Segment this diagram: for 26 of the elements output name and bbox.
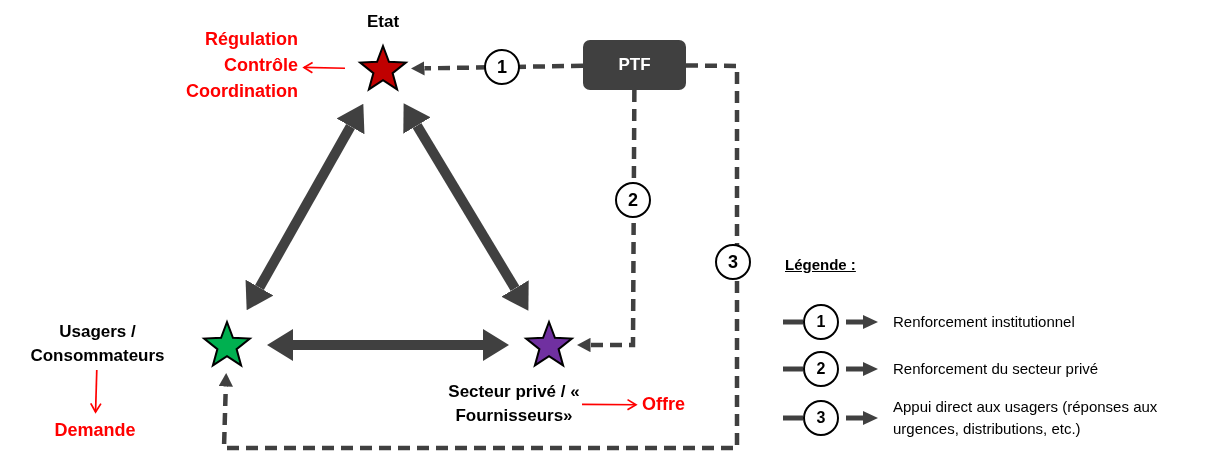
double-arrow [245, 103, 365, 311]
edge-label: 1 [484, 49, 520, 85]
double-arrow [403, 103, 529, 311]
annotation-text: Régulation Contrôle Coordination [185, 28, 298, 103]
node-label: Secteur privé / « Fournisseurs» [447, 381, 581, 427]
edge-label: 3 [715, 244, 751, 280]
double-arrow [267, 329, 509, 361]
legend-number: 1 [815, 312, 827, 332]
annotation-text: Demande [53, 419, 137, 442]
legend-text: Renforcement du secteur privé [893, 359, 1100, 379]
legend-number: 2 [815, 359, 827, 379]
arrow [581, 398, 637, 411]
arrow [303, 61, 346, 74]
arrow [89, 369, 102, 413]
dashed-arrow [577, 90, 637, 353]
legend-number: 3 [815, 408, 827, 428]
legend-text: Appui direct aux usagers (réponses aux urgences, distributions, etc.) [893, 397, 1159, 439]
dashed-arrow [218, 63, 740, 451]
edge-label: 2 [615, 182, 651, 218]
node-label: Etat [365, 11, 401, 33]
legend-title: Légende : [785, 256, 856, 273]
process-box: PTF [583, 40, 686, 90]
legend-text: Renforcement institutionnel [893, 312, 1076, 332]
node-label: Usagers / Consommateurs [29, 321, 166, 367]
dashed-arrow [411, 61, 584, 76]
annotation-text: Offre [642, 393, 686, 416]
